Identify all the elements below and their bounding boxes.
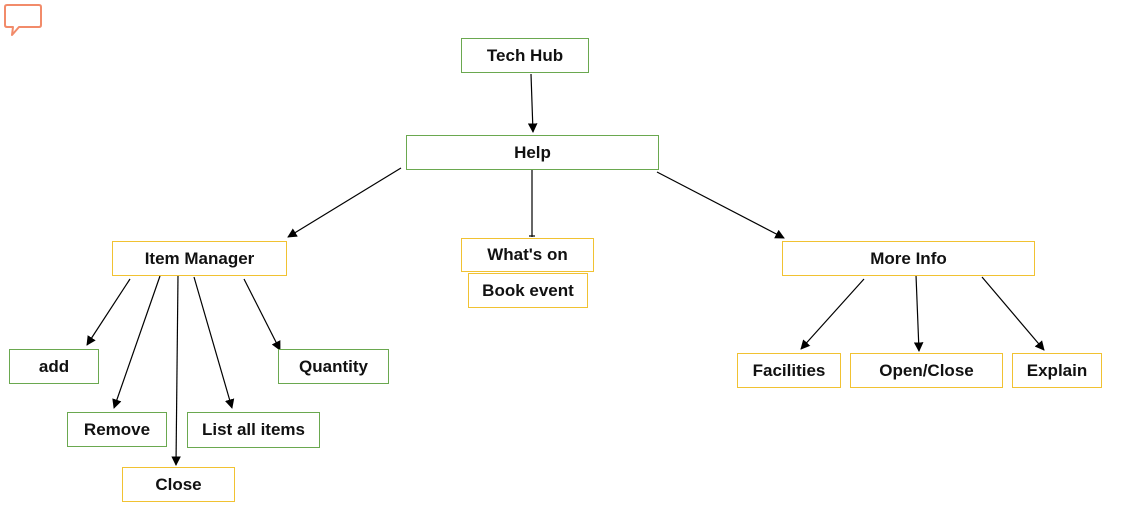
node-more-info: More Info <box>782 241 1035 276</box>
edge-moreinfo-facilities <box>800 278 865 350</box>
node-item-manager: Item Manager <box>112 241 287 276</box>
node-add: add <box>9 349 99 384</box>
edge-help-itemmanager <box>287 167 402 238</box>
comment-icon[interactable] <box>3 2 43 38</box>
edge-itemmanager-close <box>171 274 181 466</box>
node-facilities: Facilities <box>737 353 841 388</box>
node-help: Help <box>406 135 659 170</box>
node-whats-on: What's on <box>461 238 594 272</box>
edge-itemmanager-listall <box>193 276 235 409</box>
edge-itemmanager-quantity <box>243 278 281 351</box>
edge-moreinfo-explain <box>981 276 1045 351</box>
node-open-close: Open/Close <box>850 353 1003 388</box>
node-list-all-items: List all items <box>187 412 320 448</box>
node-book-event: Book event <box>468 273 588 308</box>
node-quantity: Quantity <box>278 349 389 384</box>
node-close: Close <box>122 467 235 502</box>
node-remove: Remove <box>67 412 167 447</box>
edge-help-moreinfo <box>656 171 785 239</box>
node-tech-hub: Tech Hub <box>461 38 589 73</box>
node-explain: Explain <box>1012 353 1102 388</box>
edge-itemmanager-add <box>86 278 131 346</box>
edge-moreinfo-openclose <box>913 274 924 352</box>
edge-techhub-help <box>527 73 538 133</box>
edge-itemmanager-remove <box>112 275 161 409</box>
